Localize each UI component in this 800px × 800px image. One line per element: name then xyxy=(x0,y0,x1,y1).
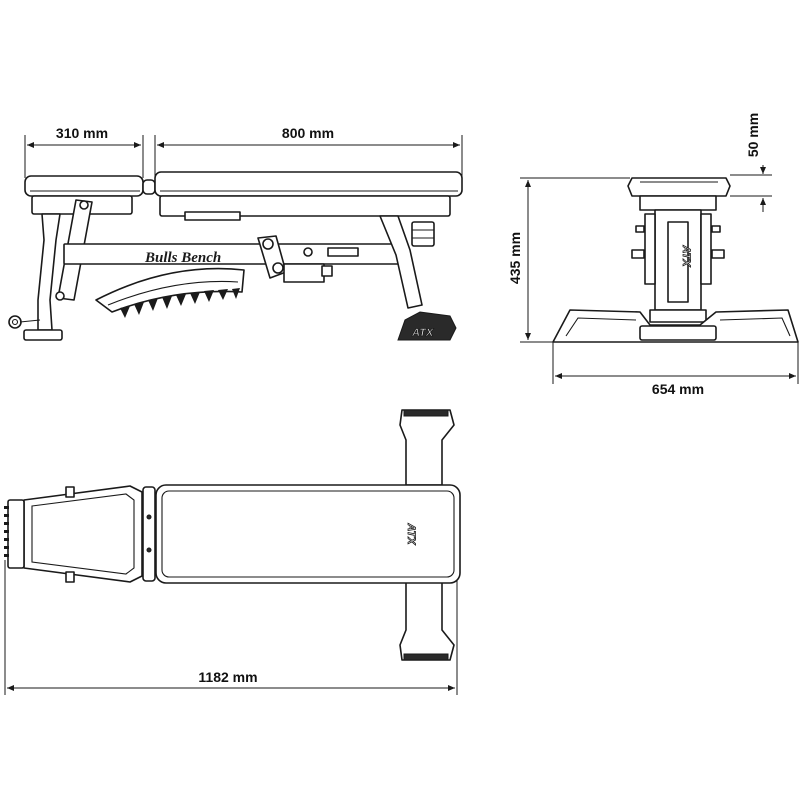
ratchet-teeth xyxy=(120,288,240,318)
front-foot xyxy=(23,329,63,341)
back-length-label: 800 mm xyxy=(282,125,334,141)
top-rear-leg-upper xyxy=(399,409,455,486)
seat-length-label: 310 mm xyxy=(56,125,108,141)
total-length-dimension: 1182 mm xyxy=(4,560,458,695)
top-rear-foot-upper xyxy=(403,409,449,417)
back-support-bracket xyxy=(184,211,241,221)
base-width-label: 654 mm xyxy=(652,381,704,397)
front-base-center xyxy=(639,325,717,341)
front-pad-frame xyxy=(639,195,717,211)
top-logo: ATX xyxy=(405,522,417,545)
back-length-dimension: 800 mm xyxy=(154,125,463,178)
rear-foot xyxy=(397,311,457,341)
top-seat-pad xyxy=(23,485,143,583)
bench-height-dimension: 435 mm xyxy=(507,177,630,343)
transport-handle-icon xyxy=(8,315,22,329)
top-view: 1182 mm ATX xyxy=(4,409,461,695)
slot-plate xyxy=(327,247,359,257)
front-ratchet-hub xyxy=(649,309,707,323)
top-front-foot-ridges xyxy=(4,506,9,557)
front-leg xyxy=(37,213,61,331)
front-pad xyxy=(627,177,731,197)
base-width-dimension: 654 mm xyxy=(552,342,799,397)
pad-height-dimension: 50 mm xyxy=(730,113,772,212)
front-logo: ATX xyxy=(680,244,692,267)
rear-leg xyxy=(379,215,423,309)
bench-height-label: 435 mm xyxy=(507,232,523,284)
top-front-foot xyxy=(7,499,25,569)
top-handle-lower xyxy=(65,571,75,583)
side-view: 310 mm 800 mm Bulls Bench xyxy=(8,125,463,341)
back-pad xyxy=(154,171,463,197)
top-handle-upper xyxy=(65,486,75,498)
pad-height-label: 50 mm xyxy=(745,113,761,157)
pad-gap-roller xyxy=(142,179,156,195)
top-hinge xyxy=(142,486,156,582)
front-column-inner xyxy=(667,221,689,303)
top-rear-foot-lower xyxy=(403,653,449,661)
top-back-pad xyxy=(155,484,461,584)
total-length-label: 1182 mm xyxy=(198,669,257,685)
rear-adjuster-knob xyxy=(411,221,435,247)
top-rear-leg-lower xyxy=(399,579,455,661)
ratchet-quadrant xyxy=(95,267,245,313)
seat-length-dimension: 310 mm xyxy=(24,125,144,178)
back-frame xyxy=(159,195,451,217)
seat-pad xyxy=(24,175,144,197)
front-view: 50 mm 435 mm 654 mm ATX xyxy=(507,113,799,397)
brand-model-name: Bulls Bench xyxy=(144,250,221,266)
side-logo: ATX xyxy=(411,327,434,339)
pop-pin-housing xyxy=(283,263,325,283)
